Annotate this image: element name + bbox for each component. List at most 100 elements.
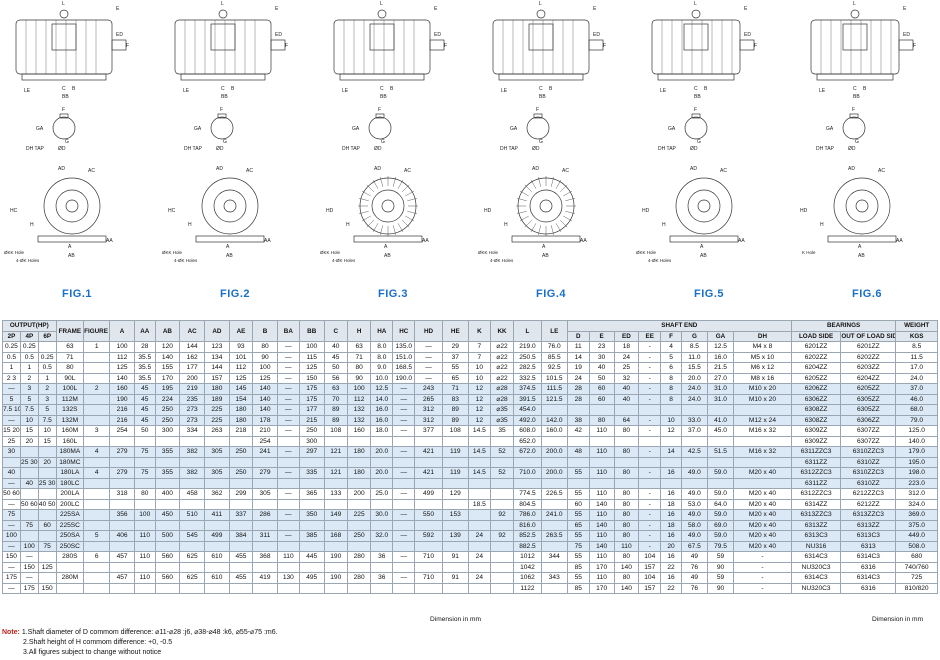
table-cell: 16.0: [370, 404, 394, 416]
table-cell: 3: [83, 425, 111, 437]
table-cell: [489, 551, 515, 563]
table-cell: 80: [252, 341, 278, 353]
table-cell: [588, 404, 615, 416]
label-dh-tap: DH TAP: [816, 146, 835, 152]
table-cell: 110: [588, 446, 615, 458]
table-cell: [441, 477, 469, 489]
table-cell: 68.0: [895, 404, 938, 416]
table-cell: 6313: [840, 540, 897, 552]
note-line-1: Note: 1.Shaft diameter of D commom diffe…: [2, 629, 278, 636]
table-cell: 710: [414, 572, 443, 584]
table-cell: 4: [660, 341, 682, 353]
table-cell: 52: [489, 446, 515, 458]
table-cell: 175: [298, 393, 325, 405]
table-cell: 55: [566, 572, 590, 584]
table-cell: [323, 540, 348, 552]
label-le: LE: [501, 88, 508, 94]
table-cell: 139: [441, 530, 469, 542]
table-cell: [109, 498, 135, 510]
table-cell: [467, 509, 491, 521]
header-shaft-d: D: [566, 330, 590, 342]
table-cell: 190: [109, 393, 135, 405]
label-hd: HD: [484, 208, 492, 214]
table-cell: [392, 561, 416, 573]
table-cell: [109, 519, 135, 531]
table-cell: [154, 498, 181, 510]
table-cell: 0.25: [37, 351, 57, 363]
table-cell: 49.0: [680, 467, 708, 479]
header-kk: KK: [489, 320, 515, 342]
label-a: A: [858, 244, 862, 250]
label-bb: BB: [694, 94, 701, 100]
table-cell: 140.0: [895, 435, 938, 447]
label-hc: HC: [10, 208, 18, 214]
table-cell: —: [276, 414, 300, 426]
table-cell: M6 x 12: [733, 362, 792, 374]
table-cell: 112: [109, 351, 135, 363]
label-ad: AD: [532, 166, 539, 172]
table-cell: 14.5: [467, 425, 491, 437]
table-cell: [323, 519, 348, 531]
table-cell: 142.0: [540, 414, 568, 426]
table-cell: 3: [37, 393, 57, 405]
table-cell: 6310ZZ: [840, 477, 897, 489]
table-cell: [680, 435, 708, 447]
table-cell: 16.0: [370, 414, 394, 426]
table-cell: 1: [37, 372, 57, 384]
table-cell: —: [276, 372, 300, 384]
shaft-end: [368, 116, 392, 140]
motor-feet: [21, 73, 107, 81]
table-cell: 144: [179, 341, 206, 353]
table-cell: M5 x 10: [733, 351, 792, 363]
table-cell: 4: [83, 446, 111, 458]
table-cell: 226.5: [540, 488, 568, 500]
table-cell: 369.0: [895, 509, 938, 521]
table-cell: [706, 456, 735, 468]
table-cell: 3: [19, 383, 39, 395]
table-cell: 6311ZZ: [790, 456, 842, 468]
table-cell: [19, 488, 39, 500]
table-cell: 9.0: [370, 362, 394, 374]
table-cell: M20 x 40: [733, 488, 792, 500]
table-cell: 25 30: [19, 456, 39, 468]
table-cell: -: [638, 393, 662, 405]
table-cell: 121.5: [540, 393, 568, 405]
table-cell: 80: [613, 519, 640, 531]
table-cell: 449.0: [895, 530, 938, 542]
table-cell: 421: [414, 467, 443, 479]
table-cell: [613, 435, 640, 447]
header-shaft-ee: EE: [638, 330, 662, 342]
table-cell: [566, 435, 590, 447]
table-cell: [660, 456, 682, 468]
header-ac: AC: [179, 320, 206, 342]
table-cell: -: [638, 414, 662, 426]
label-bb: BB: [221, 94, 228, 100]
table-cell: 6306ZZ: [790, 393, 842, 405]
table-cell: [204, 456, 230, 468]
table-cell: -: [638, 519, 662, 531]
table-cell: -: [638, 488, 662, 500]
label-k-holes: 4-ØK Holes: [332, 258, 356, 263]
table-cell: [228, 540, 254, 552]
table-cell: 180: [228, 414, 254, 426]
table-cell: [588, 477, 615, 489]
table-cell: 334: [179, 425, 206, 437]
table-cell: [680, 404, 708, 416]
table-cell: 312.0: [895, 488, 938, 500]
header-shaft-f: F: [660, 330, 682, 342]
header-shaft-g: G: [680, 330, 708, 342]
label-kk-hole: ØKK Hole: [4, 250, 25, 255]
table-cell: 22: [660, 561, 682, 573]
table-cell: 90: [706, 561, 735, 573]
table-cell: [613, 404, 640, 416]
table-cell: 75: [566, 540, 590, 552]
table-cell: 218: [228, 425, 254, 437]
table-cell: [298, 540, 325, 552]
label-le: LE: [660, 88, 667, 94]
label-g: G: [381, 139, 385, 145]
